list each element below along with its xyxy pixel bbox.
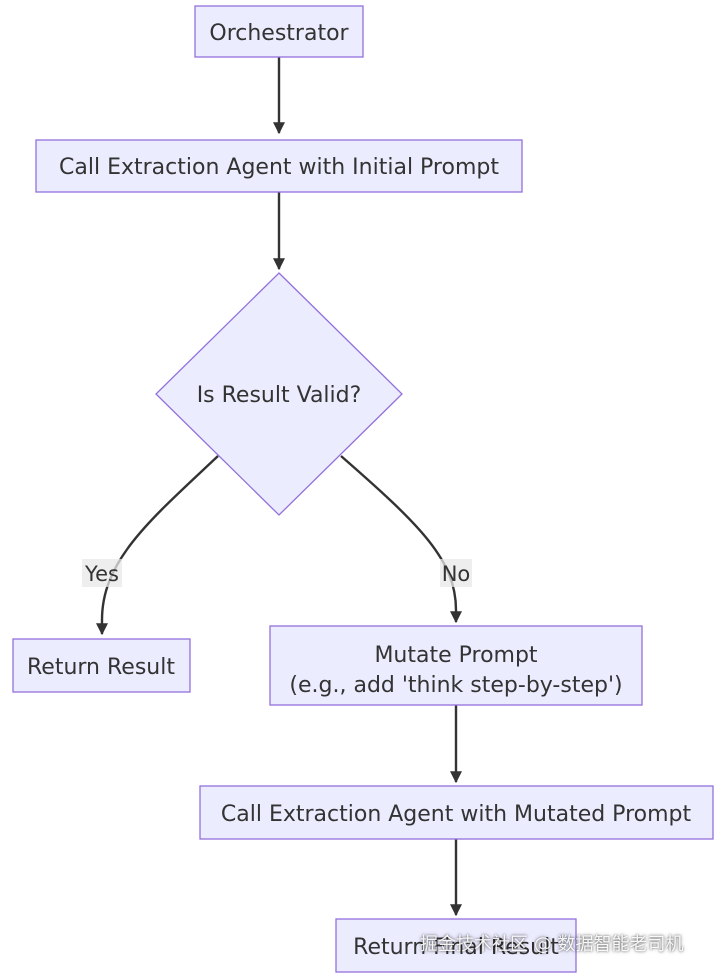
node-mutate-line2: (e.g., add 'think step-by-step') (289, 673, 622, 698)
watermark: 掘金技术社区 @ 数据智能老司机 (420, 934, 684, 955)
node-call-mutated-label: Call Extraction Agent with Mutated Promp… (221, 802, 692, 827)
node-call-initial-label: Call Extraction Agent with Initial Promp… (59, 155, 499, 180)
node-mutate-line1: Mutate Prompt (374, 643, 537, 668)
node-return-result-label: Return Result (27, 655, 175, 680)
node-return-final-label: Return Final Result (353, 935, 559, 960)
node-mutate-prompt: Mutate Prompt (e.g., add 'think step-by-… (269, 625, 643, 706)
edge-decision-yes (96, 455, 219, 636)
edge-label-no: No (440, 559, 472, 587)
node-decision-label: Is Result Valid? (197, 383, 362, 408)
node-orchestrator: Orchestrator (194, 5, 364, 58)
node-call-mutated: Call Extraction Agent with Mutated Promp… (199, 785, 714, 840)
node-call-initial: Call Extraction Agent with Initial Promp… (35, 139, 523, 193)
edges (96, 57, 462, 917)
edge-decision-no (340, 455, 462, 624)
edge-label-yes-text: Yes (84, 562, 119, 586)
node-orchestrator-label: Orchestrator (209, 21, 349, 46)
node-return-result: Return Result (12, 638, 191, 693)
node-return-final: Return Final Result (335, 918, 577, 973)
node-decision: Is Result Valid? (155, 272, 403, 516)
edge-label-no-text: No (442, 562, 471, 586)
edge-label-yes: Yes (82, 559, 122, 587)
